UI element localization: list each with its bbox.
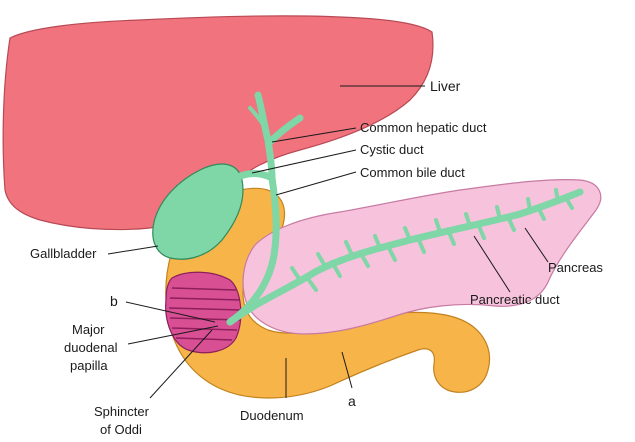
label-common-bile-duct: Common bile duct <box>360 165 465 180</box>
label-a: a <box>348 393 356 409</box>
label-cystic-duct: Cystic duct <box>360 142 424 157</box>
leader-gallbladder <box>108 246 158 254</box>
label-major-papilla-2: duodenal <box>64 340 118 355</box>
sphincter-of-oddi <box>166 272 241 352</box>
label-gallbladder: Gallbladder <box>30 246 97 261</box>
label-b: b <box>110 293 118 309</box>
label-sphincter-1: Sphincter <box>94 404 150 419</box>
label-liver: Liver <box>430 78 461 94</box>
leader-common-bile-duct <box>276 172 356 195</box>
label-major-papilla-1: Major <box>72 322 105 337</box>
cystic-duct <box>236 174 272 179</box>
label-pancreatic-duct: Pancreatic duct <box>470 292 560 307</box>
label-duodenum: Duodenum <box>240 408 304 423</box>
label-pancreas: Pancreas <box>548 260 603 275</box>
label-major-papilla-3: papilla <box>70 358 108 373</box>
common-hepatic-duct <box>268 140 272 178</box>
label-common-hepatic-duct: Common hepatic duct <box>360 120 487 135</box>
label-sphincter-2: of Oddi <box>100 422 142 437</box>
